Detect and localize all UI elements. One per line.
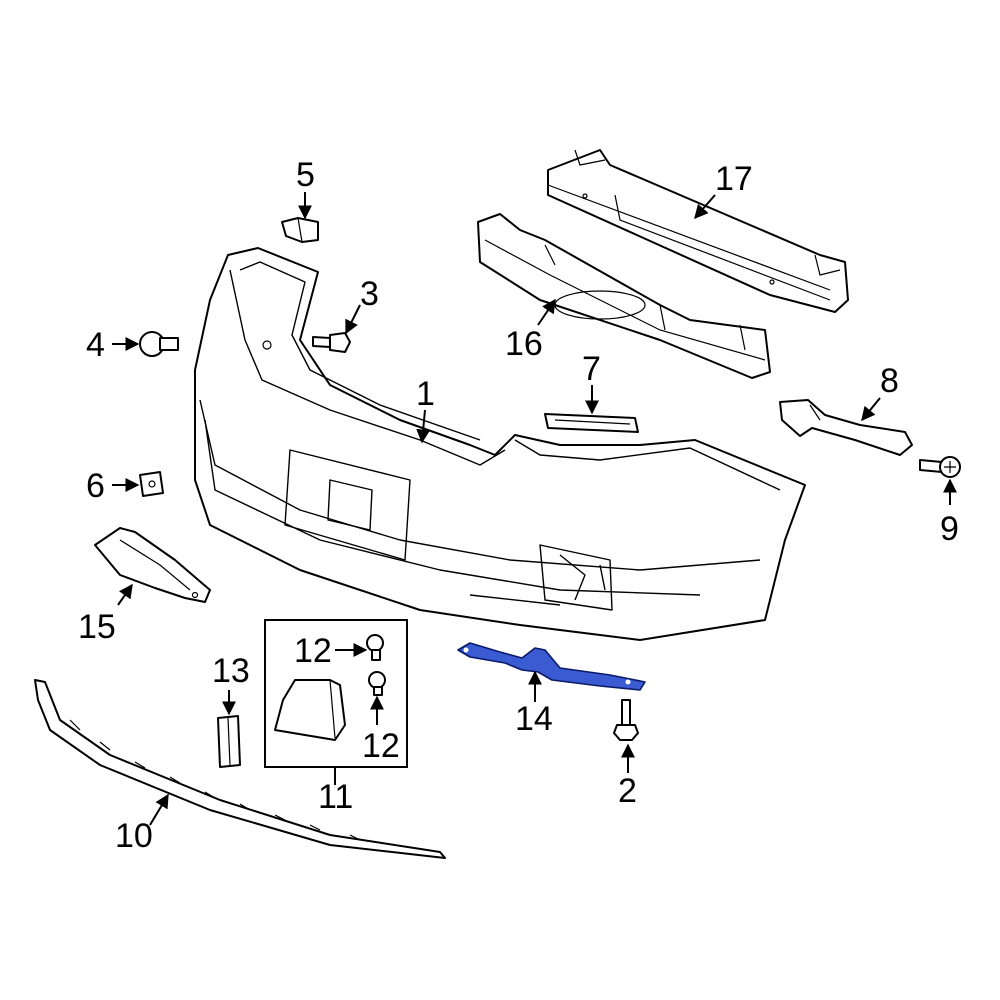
callout-16: 16 (505, 325, 543, 363)
bolt-part-12-lower[interactable] (368, 671, 386, 696)
callout-4: 4 (86, 326, 105, 364)
bracket-part-15[interactable] (94, 527, 211, 603)
bracket-part-7[interactable] (544, 413, 639, 433)
screw-part-9[interactable] (919, 456, 961, 478)
callout-2: 2 (618, 772, 637, 810)
lower-molding-part-10[interactable] (34, 679, 446, 859)
part-11-group-box (264, 619, 408, 768)
callout-11: 11 (318, 778, 353, 816)
screw-part-3[interactable] (312, 332, 351, 353)
energy-absorber[interactable] (477, 213, 771, 379)
callout-9: 9 (940, 510, 959, 548)
leader-lines (112, 192, 957, 826)
clip-part-5[interactable] (281, 217, 319, 243)
callout-12-lower: 12 (362, 727, 400, 765)
callout-12-upper: 12 (294, 632, 332, 670)
callout-labels: 1 2 3 4 5 6 7 8 9 10 11 12 12 13 14 15 1… (78, 156, 959, 855)
callout-1: 1 (416, 375, 435, 413)
callout-13: 13 (212, 652, 250, 690)
callout-14: 14 (515, 700, 553, 738)
clip-part-13[interactable] (217, 715, 241, 768)
callout-7: 7 (582, 350, 601, 388)
callout-15: 15 (78, 608, 116, 646)
callout-17: 17 (715, 160, 753, 198)
bolt-part-4[interactable] (139, 331, 179, 357)
bracket-part-14-highlighted[interactable] (457, 642, 646, 691)
reinforcement-beam-upper[interactable] (547, 149, 849, 313)
callout-8: 8 (880, 362, 899, 400)
nut-part-6[interactable] (139, 471, 164, 497)
callout-3: 3 (360, 275, 379, 313)
bolt-part-2[interactable] (613, 699, 639, 741)
reflector-part-11[interactable] (274, 679, 346, 741)
side-bracket-part-8[interactable] (779, 399, 913, 456)
bolt-part-12-upper[interactable] (366, 634, 384, 661)
callout-6: 6 (86, 467, 105, 505)
callout-10: 10 (115, 817, 153, 855)
bumper-cover[interactable] (194, 247, 806, 641)
callout-5: 5 (296, 156, 315, 194)
